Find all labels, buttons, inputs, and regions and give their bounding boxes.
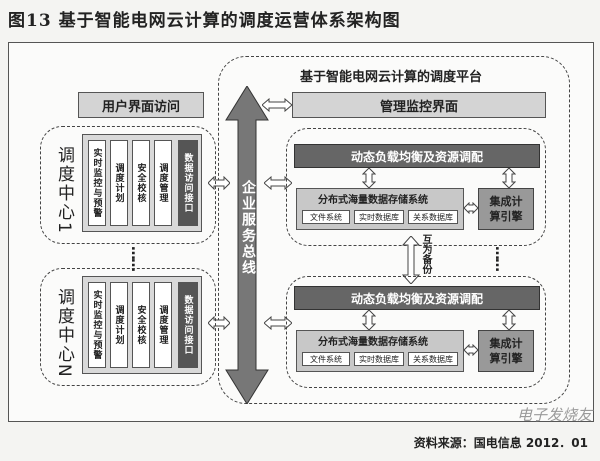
figure-title: 图13 基于智能电网云计算的调度运营体系架构图 [8,11,401,31]
load-balance-bar: 动态负载均衡及资源调配 [294,144,540,168]
relational-db-chip: 关系数据库 [408,352,458,366]
dispatch-plan-col: 调度计划 [110,140,128,226]
storage-title: 分布式海量数据存储系统 [318,195,428,206]
security-check-col: 安全校核 [132,140,150,226]
storage-title: 分布式海量数据存储系统 [318,337,428,348]
connector-arrow [262,98,292,112]
connector-arrow [208,316,230,330]
dispatch-mgmt-col: 调度管理 [154,140,172,226]
file-system-chip: 文件系统 [302,210,350,224]
connector-arrow [464,344,478,356]
compute-engine-label: 集成计算引擎 [489,337,523,365]
load-balance-label: 动态负载均衡及资源调配 [350,291,483,306]
vertical-arrow [502,168,516,188]
compute-engine-label: 集成计算引擎 [489,195,523,223]
security-check-col: 安全校核 [132,282,150,368]
dispatch-center-1 [40,126,216,244]
platform-boundary [218,56,570,404]
file-system-chip: 文件系统 [302,352,350,366]
relational-db-chip: 关系数据库 [408,210,458,224]
service-bus-label: 企业服务总线 [240,180,256,276]
vertical-arrow [362,168,376,188]
realtime-db-chip: 实时数据库 [354,210,404,224]
connector-arrow [264,176,292,190]
center-1-label: 调度中心1 [54,146,74,235]
dispatch-plan-col: 调度计划 [110,282,128,368]
backup-label: 互为备份 [420,234,431,274]
mgmt-ui-label: 管理监控界面 [379,99,458,115]
load-balance-bar: 动态负载均衡及资源调配 [294,286,540,310]
backup-arrow [402,236,420,284]
center-n-resource-area [286,276,546,388]
data-access-col: 数据访问接口 [178,140,198,226]
mgmt-ui-bar: 管理监控界面 [292,92,546,118]
center-n-label: 调度中心N [54,288,74,379]
source-note: 资料来源：国电信息 2012．01 [413,436,588,450]
connector-arrow [208,176,230,190]
load-balance-label: 动态负载均衡及资源调配 [350,149,483,164]
realtime-db-chip: 实时数据库 [354,352,404,366]
user-access-label: 用户界面访问 [101,99,180,115]
connector-arrow [464,202,478,214]
dispatch-center-n [40,268,216,386]
platform-title: 基于智能电网云计算的调度平台 [300,70,483,85]
connector-arrow [264,316,292,330]
realtime-monitor-col: 实时监控与预警 [88,282,106,368]
dispatch-mgmt-col: 调度管理 [154,282,172,368]
vertical-arrow [362,310,376,330]
compute-engine: 集成计算引擎 [478,330,534,372]
user-access-bar: 用户界面访问 [78,92,204,118]
service-bus-arrow [225,86,269,404]
ellipsis: …… [492,246,508,270]
data-access-col: 数据访问接口 [178,282,198,368]
ellipsis: …… [128,246,144,270]
vertical-arrow [502,310,516,330]
compute-engine: 集成计算引擎 [478,188,534,230]
realtime-monitor-col: 实时监控与预警 [88,140,106,226]
watermark: 电子发烧友 [516,406,592,424]
